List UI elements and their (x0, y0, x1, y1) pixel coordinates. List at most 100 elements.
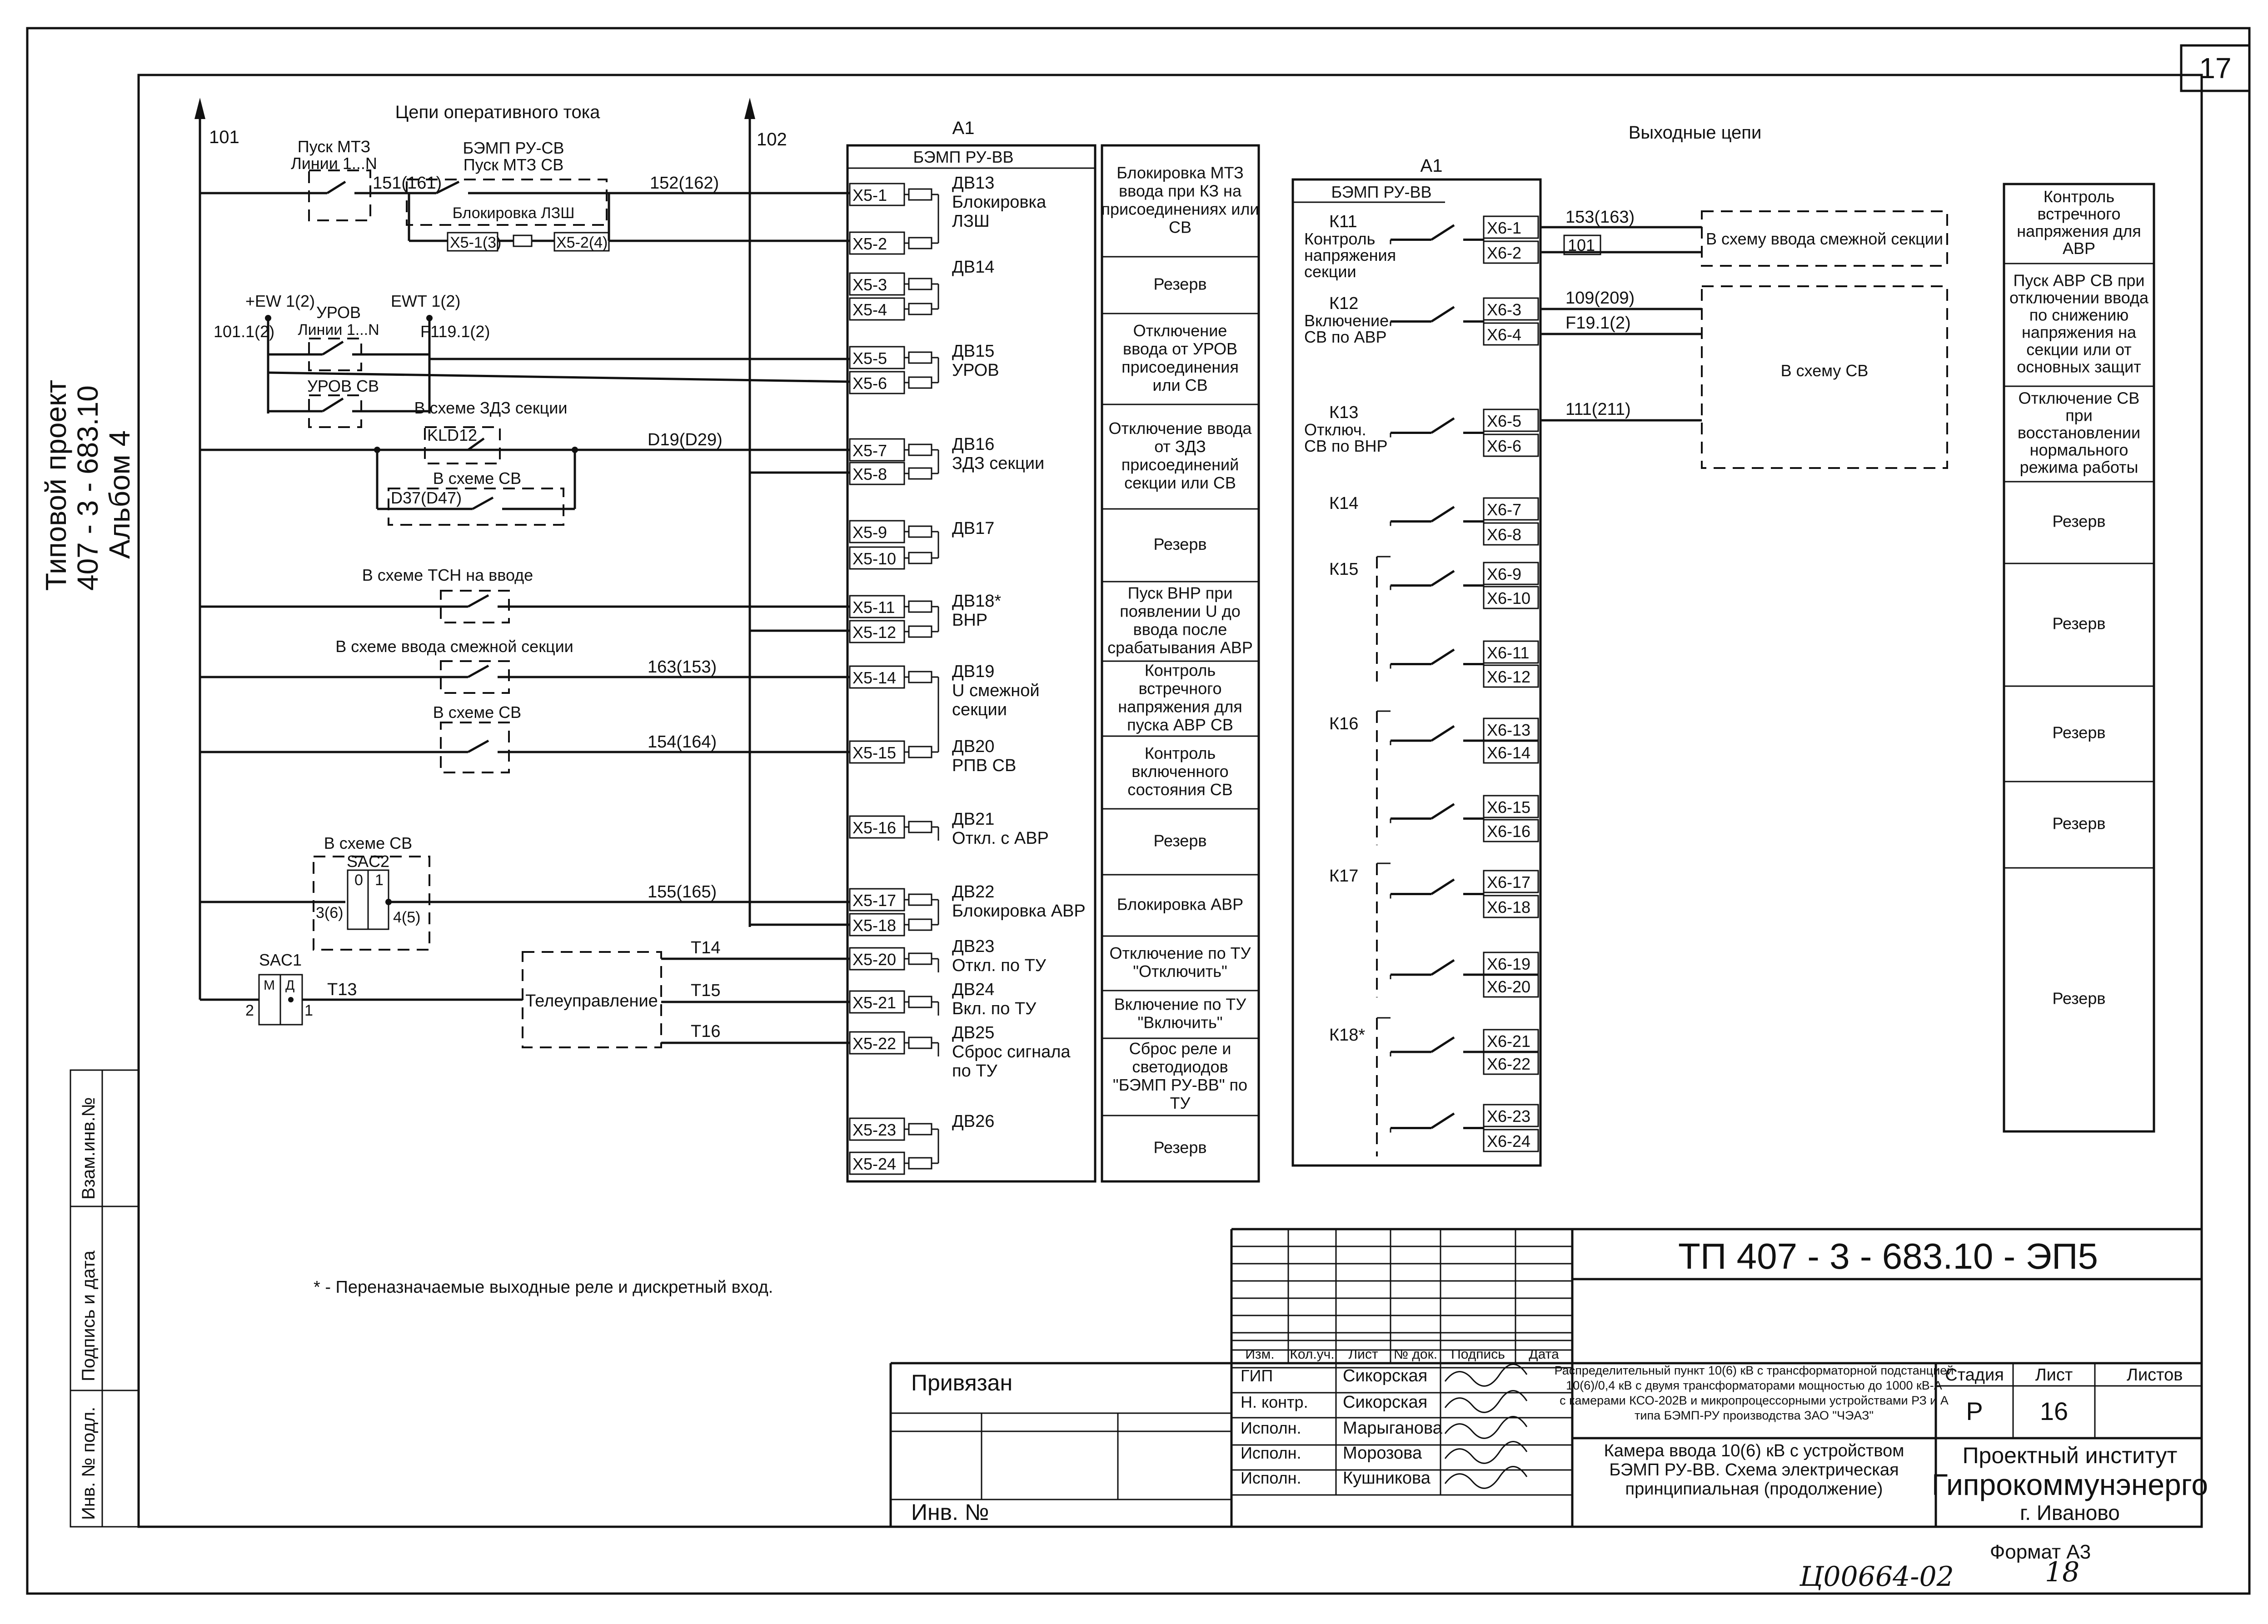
sv-circuit: В схеме СВ 154(164) (200, 703, 850, 773)
input-purpose-text: "Отключить" (1133, 962, 1227, 981)
input-desc-2: по ТУ (952, 1061, 997, 1081)
output-purpose-text: Пуск АВР СВ при (2014, 271, 2145, 290)
output-terminal-label: Х6-22 (1487, 1055, 1530, 1073)
input-purpose-text: включенного (1132, 762, 1228, 781)
input-resistor (908, 821, 932, 833)
output-terminal (1483, 586, 1539, 609)
urov-label: УРОВ (316, 303, 361, 322)
input-terminal-label: Х5-9 (852, 523, 887, 542)
relay-name: К11 (1329, 212, 1357, 231)
to-adjacent-section-box: В схему ввода смежной секции (1706, 229, 1943, 248)
output-terminal (1483, 640, 1539, 664)
input-purpose-text: Контроль (1145, 744, 1216, 762)
input-resistor (908, 443, 932, 456)
output-terminal (1483, 297, 1539, 321)
output-terminal (1483, 1029, 1539, 1052)
relay-name: К15 (1329, 560, 1358, 579)
output-purpose-text: основных защит (2017, 358, 2141, 376)
output-wiring: 153(163) 101 109(209) F19.1(2) 111(211) … (1540, 208, 1948, 469)
sac1-m-label: М (264, 978, 275, 993)
output-purpose-text: Контроль (2044, 187, 2114, 206)
title-person: Кушникова (1343, 1469, 1431, 1488)
wire-t15-label: Т15 (691, 981, 720, 1000)
to-sv-box: В схему СВ (1781, 361, 1869, 380)
output-terminal (1483, 795, 1539, 818)
output-purpose-text: нормального (2030, 441, 2128, 459)
title-person: Сикорская (1343, 1393, 1427, 1412)
input-purpose-text: Включение по ТУ (1114, 995, 1247, 1014)
input-terminal-label: Х5-2 (852, 234, 887, 253)
input-name: ДВ22 (952, 882, 994, 902)
wire-155-label: 155(165) (648, 882, 717, 902)
sheet-name-line: принципиальная (продолжение) (1625, 1480, 1883, 1499)
output-purpose-text: режима работы (2020, 458, 2138, 477)
output-terminal-label: Х6-4 (1487, 325, 1521, 344)
output-terminal (1483, 951, 1539, 975)
output-purpose-text: Резерв (2053, 814, 2106, 833)
relay-name: К12 (1329, 294, 1358, 313)
sac1-d-label: Д (285, 978, 294, 993)
vzam-inv-label: Взам.инв.№ (79, 1097, 99, 1200)
input-purpose-text: Резерв (1154, 535, 1207, 553)
input-name: ДВ24 (952, 980, 994, 999)
title-role: Исполн. (1241, 1469, 1301, 1487)
wire-152-label: 152(162) (650, 174, 719, 193)
sac1-pin-1: 1 (304, 1002, 313, 1019)
wire-f119-label: F119.1(2) (420, 322, 490, 341)
input-desc-1: Откл. с АВР (952, 829, 1049, 848)
output-purpose-text: Отключение СВ (2019, 389, 2140, 408)
input-resistor (908, 303, 932, 315)
input-terminal-label: Х5-7 (852, 441, 887, 460)
input-name: ДВ18* (952, 592, 1001, 611)
relay-name: К14 (1329, 494, 1358, 513)
input-desc-2: ЛЗШ (952, 212, 990, 231)
sheet-name-line: Камера ввода 10(6) кВ с устройством (1604, 1441, 1904, 1460)
sv-scheme-label-1: В схеме СВ (433, 469, 521, 488)
blok-lzsh-label: Блокировка ЛЗШ (453, 204, 575, 222)
side-stamp: Взам.инв.№ Подпись и дата Инв. № подл. (70, 1069, 140, 1528)
input-name: ДВ19 (952, 662, 994, 681)
relay-name: К18* (1329, 1026, 1365, 1045)
input-terminal-label: Х5-14 (852, 668, 896, 687)
input-name: ДВ23 (952, 937, 994, 956)
input-purpose-text: Резерв (1154, 832, 1207, 850)
output-terminal (1483, 497, 1539, 521)
sheets-total-header: Листов (2127, 1365, 2183, 1385)
output-terminal (1483, 240, 1539, 264)
input-resistor (908, 1123, 932, 1136)
a1-in-title: БЭМП РУ-ВВ (913, 148, 1013, 166)
ew-label: +EW 1(2) (245, 292, 315, 310)
input-purpose-text: Отключение по ТУ (1109, 944, 1251, 962)
relay-desc-2: СВ по АВР (1304, 328, 1387, 346)
output-terminal-label: Х6-3 (1487, 300, 1521, 319)
lines-n-label: Линии 1...N (291, 154, 377, 173)
wire-t14-label: Т14 (691, 938, 720, 957)
input-purpose-text: от ЗДЗ (1154, 437, 1206, 456)
adjacent-scheme-label: В схеме ввода смежной секции (335, 637, 573, 656)
input-resistor (908, 996, 932, 1008)
output-terminal (1483, 215, 1539, 239)
input-terminal-label: Х5-24 (852, 1155, 896, 1173)
output-purpose-text: Резерв (2053, 512, 2106, 531)
input-desc-2: секции (952, 700, 1007, 719)
input-purpose-text: Отключение ввода (1109, 419, 1252, 438)
output-terminal-label: Х6-10 (1487, 589, 1530, 608)
wire-163-label: 163(153) (648, 658, 717, 677)
input-name: ДВ26 (952, 1112, 994, 1131)
output-purpose-text: восстановлении (2018, 423, 2140, 442)
title-col-header: № док. (1394, 1347, 1437, 1362)
output-terminal-label: Х6-16 (1487, 822, 1530, 841)
output-terminal-label: Х6-2 (1487, 244, 1521, 262)
output-purpose-text: Резерв (2053, 614, 2106, 633)
pusk-mtz-label: Пуск МТЗ (298, 137, 371, 156)
output-terminal-label: Х6-13 (1487, 721, 1530, 739)
a1-out-label: А1 (1421, 156, 1443, 176)
format-label: Формат А3 (1990, 1541, 2091, 1563)
input-terminal-label: Х5-21 (852, 993, 896, 1012)
bemp-rusv-label: БЭМП РУ-СВ (463, 139, 564, 157)
input-desc-1: ВНР (952, 611, 987, 630)
sac2-pos-0: 0 (354, 872, 363, 889)
sac2-pin-4: 4(5) (393, 909, 420, 926)
